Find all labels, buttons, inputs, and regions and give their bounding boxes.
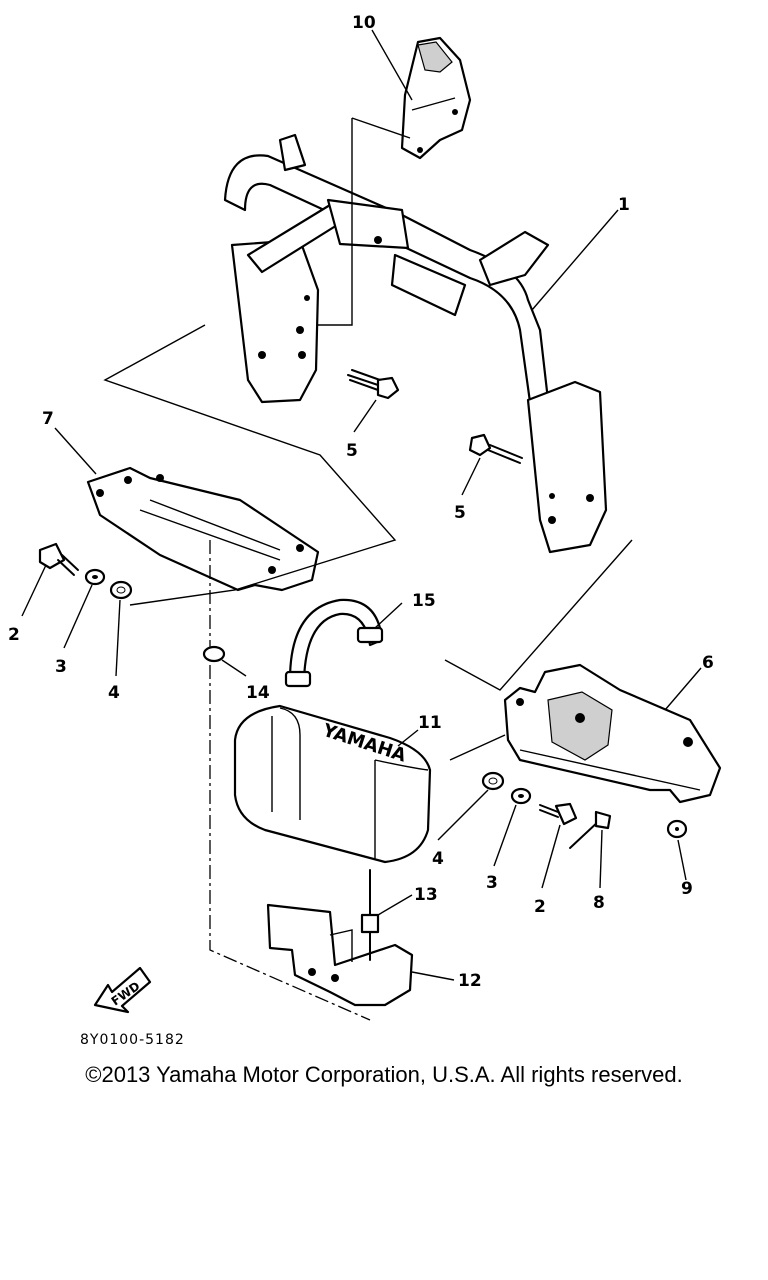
callout-5-right: 5 — [454, 503, 466, 523]
part-15-strap — [284, 598, 384, 688]
callout-11: 11 — [418, 713, 442, 733]
part-10-bracket-plate — [400, 36, 472, 160]
callout-7: 7 — [42, 409, 54, 429]
diagram-code: 8Y0100-5182 — [80, 1032, 185, 1048]
callout-13: 13 — [414, 885, 438, 905]
callout-3-right: 3 — [486, 873, 498, 893]
callout-4-right: 4 — [432, 849, 444, 869]
callout-14: 14 — [246, 683, 270, 703]
callout-6: 6 — [702, 653, 714, 673]
part-6-right-plate — [503, 663, 722, 804]
part-4-spacer-left — [109, 580, 133, 600]
callout-1: 1 — [618, 195, 630, 215]
callout-numbers: 10 1 5 5 7 2 3 4 14 15 11 6 4 3 2 8 9 13… — [8, 13, 714, 991]
callout-10: 10 — [352, 13, 376, 33]
part-2-bolt-left — [38, 542, 79, 576]
part-13-pin — [360, 869, 380, 961]
part-3-washer-left — [84, 568, 106, 586]
part-7-left-plate — [86, 466, 320, 592]
part-5-bolt-right — [468, 433, 523, 464]
callout-15: 15 — [412, 591, 436, 611]
callout-8: 8 — [593, 893, 605, 913]
callout-5-left: 5 — [346, 441, 358, 461]
fwd-arrow-icon: FWD — [93, 966, 152, 1014]
copyright-notice: ©2013 Yamaha Motor Corporation, U.S.A. A… — [85, 1062, 683, 1087]
part-8-pin — [569, 810, 612, 849]
callout-2-right: 2 — [534, 897, 546, 917]
part-3-washer-right — [510, 787, 532, 805]
callout-12: 12 — [458, 971, 482, 991]
parts-diagram: YAMAHA — [8, 13, 722, 1048]
part-2-bolt-right — [539, 802, 578, 826]
part-9-washer — [666, 819, 688, 839]
callout-9: 9 — [681, 879, 693, 899]
part-14-grommet — [202, 645, 226, 663]
callout-4-left: 4 — [108, 683, 120, 703]
part-1-frame — [223, 133, 608, 554]
callout-2-left: 2 — [8, 625, 20, 645]
callout-3-left: 3 — [55, 657, 67, 677]
part-4-spacer-right — [481, 771, 505, 791]
part-12-bracket — [266, 903, 414, 1007]
part-5-bolt-left — [347, 369, 400, 400]
leader-lines — [21, 29, 702, 981]
part-11-battery-cover: YAMAHA — [233, 704, 432, 864]
